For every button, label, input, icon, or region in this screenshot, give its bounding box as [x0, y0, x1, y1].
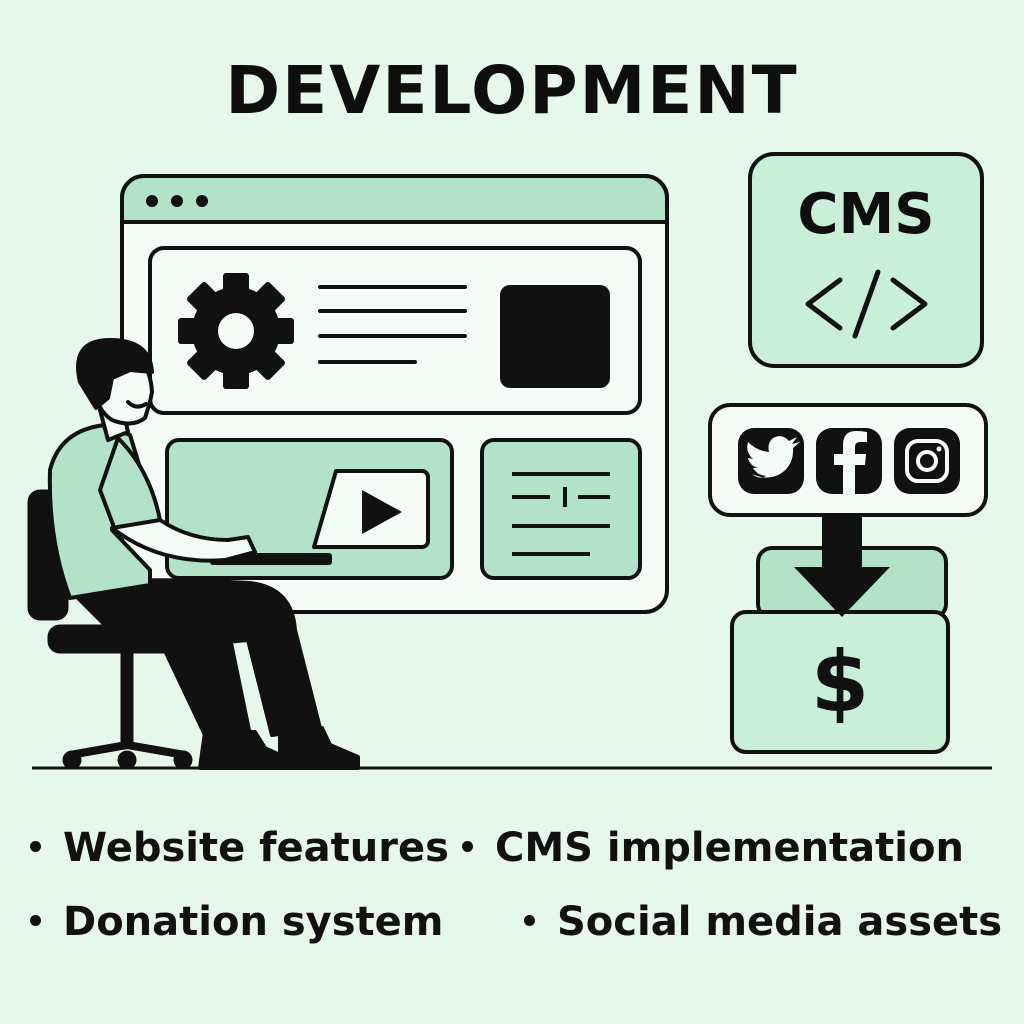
- bullet-item: Website features: [30, 828, 449, 868]
- bullet-dot: [462, 840, 473, 852]
- facebook-icon: [816, 428, 882, 494]
- cms-card: [748, 152, 984, 368]
- instagram-icon: [894, 428, 960, 494]
- bullet-item: CMS implementation: [462, 828, 964, 868]
- text-panel-lines: [512, 472, 610, 556]
- dollar-sign: $: [810, 633, 870, 731]
- window-dots-icon: [146, 195, 208, 207]
- bullet-item: Donation system: [30, 902, 444, 942]
- code-icon: [805, 269, 928, 339]
- twitter-icon: [738, 428, 804, 494]
- bullet-dot: [30, 840, 41, 852]
- image-placeholder: [500, 285, 610, 388]
- arrow-down-icon: [794, 514, 890, 617]
- bullet-dot: [524, 914, 535, 926]
- text-lines: [318, 285, 467, 364]
- bullet-dot: [30, 914, 41, 926]
- text-panel: [480, 438, 642, 580]
- page-title: DEVELOPMENT: [225, 52, 799, 129]
- gear-icon: [178, 273, 294, 389]
- bullet-item: Social media assets: [524, 902, 1002, 942]
- cms-label: CMS: [797, 182, 935, 247]
- play-icon: [362, 490, 402, 534]
